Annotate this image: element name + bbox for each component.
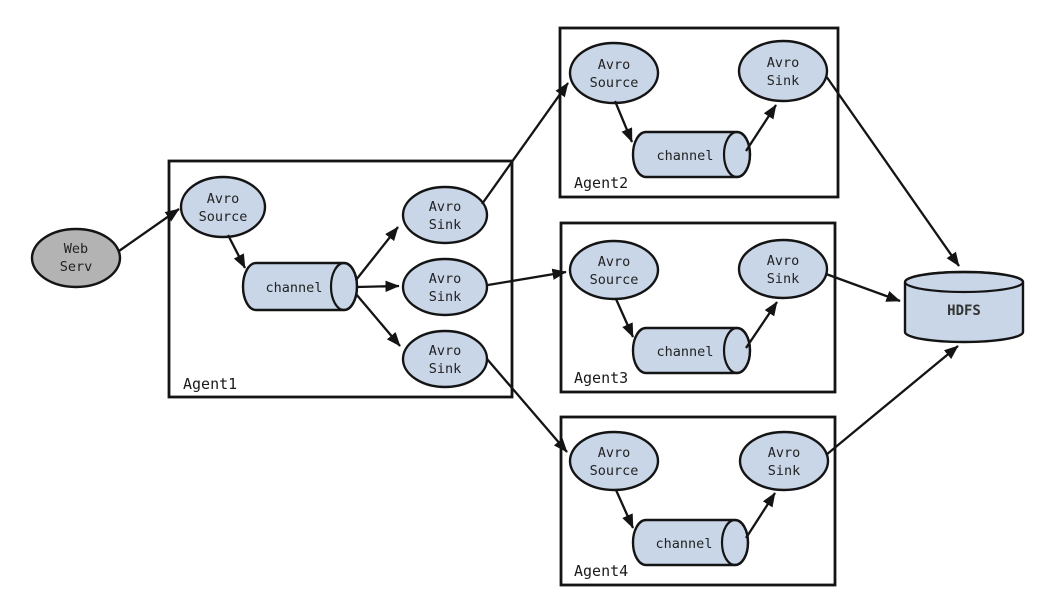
agent4-label: Agent4 [574, 562, 628, 580]
agent1-avro-sink-1-label-line1: Avro [429, 199, 462, 215]
agent2-channel-rim [722, 130, 752, 179]
edge-agent1-sink2-to-agent3-source [487, 268, 567, 287]
agent4-avro-source-node: Avro Source [568, 430, 660, 492]
hdfs-top-rim [903, 270, 1025, 294]
agent4-avro-source-label-line2: Source [590, 463, 639, 479]
edge-agent3-channel-to-sink [745, 301, 778, 349]
agent2-avro-source-label-line1: Avro [598, 57, 631, 73]
agent4-avro-source-shape [568, 430, 660, 492]
agent2-avro-source-node: Avro Source [568, 41, 660, 105]
agent3-avro-sink-label-line2: Sink [767, 271, 800, 287]
agent1-avro-sink-2-label-line2: Sink [429, 289, 462, 305]
edge-agent2-channel-to-sink [745, 104, 777, 152]
edge-agent2-source-to-channel [613, 100, 634, 143]
agent1-avro-sink-1-label-line2: Sink [429, 217, 462, 233]
agent1-avro-sink-1-shape [401, 185, 489, 245]
edge-agent4-source-to-channel [614, 489, 635, 529]
agent2-label: Agent2 [574, 174, 628, 192]
agent4-avro-sink-label-line1: Avro [768, 445, 801, 461]
agent1-avro-source-label-line1: Avro [207, 191, 240, 207]
agent1-avro-sink-2-shape [401, 257, 489, 317]
agent1-label: Agent1 [183, 375, 237, 393]
edge-agent1-channel-to-sink2 [356, 280, 400, 293]
edge-agent3-sink-to-hdfs [825, 272, 901, 303]
agent1-avro-sink-2-label-line1: Avro [429, 271, 462, 287]
agent4-channel-rim [720, 518, 750, 567]
agent3-channel-node: channel [631, 326, 752, 375]
agent1-avro-source-label-line2: Source [199, 209, 248, 225]
agent1-channel-label: channel [266, 280, 323, 296]
agent1-avro-sink-2-node: Avro Sink [401, 257, 489, 317]
edge-agent2-sink-to-hdfs [825, 75, 960, 267]
web-server-label-line2: Serv [60, 259, 93, 275]
agent3-avro-source-label-line1: Avro [598, 254, 631, 270]
agent3-avro-source-shape [568, 239, 660, 301]
edge-agent1-sink3-to-agent4-source [486, 358, 568, 453]
edge-agent1-channel-to-sink3 [355, 293, 401, 347]
agent2-avro-sink-node: Avro Sink [737, 39, 829, 103]
agent3-avro-source-node: Avro Source [568, 239, 660, 301]
agent3-label: Agent3 [574, 369, 628, 387]
agent1-avro-source-node: Avro Source [179, 175, 267, 239]
agent1-avro-sink-3-label-line1: Avro [429, 343, 462, 359]
web-server-node: Web Serv [30, 227, 122, 289]
agent1-avro-sink-3-node: Avro Sink [401, 329, 489, 389]
agent4-avro-source-label-line1: Avro [598, 445, 631, 461]
agent2-avro-source-shape [568, 41, 660, 105]
edge-webserv-to-agent1-source [118, 208, 180, 252]
agent3-avro-sink-node: Avro Sink [737, 238, 829, 300]
agent3-channel-label: channel [657, 344, 714, 360]
agent2-channel-label: channel [657, 148, 714, 164]
agent4-avro-sink-shape [738, 430, 830, 492]
edge-agent1-sink1-to-agent2-source [481, 82, 569, 205]
edge-agent4-sink-to-hdfs [825, 345, 959, 456]
edge-agent3-source-to-channel [614, 298, 635, 338]
agent2-avro-sink-label-line1: Avro [767, 55, 800, 71]
agent1-channel-node: channel [241, 261, 359, 312]
agent2-avro-sink-label-line2: Sink [767, 73, 800, 89]
agent4-avro-sink-node: Avro Sink [738, 430, 830, 492]
agent2-channel-node: channel [631, 130, 752, 179]
agent1-avro-sink-3-shape [401, 329, 489, 389]
edge-agent1-source-to-channel [226, 234, 247, 269]
agent1-avro-source-shape [179, 175, 267, 239]
web-server-label-line1: Web [64, 241, 88, 257]
agent4-channel-node: channel [631, 518, 750, 567]
agent2-avro-source-label-line2: Source [590, 75, 639, 91]
hdfs-node: HDFS [903, 270, 1025, 344]
diagram-edges [118, 75, 960, 539]
edge-agent1-channel-to-sink1 [355, 226, 399, 281]
agent1-avro-sink-3-label-line2: Sink [429, 361, 462, 377]
agent3-avro-sink-shape [737, 238, 829, 300]
agent1-avro-sink-1-node: Avro Sink [401, 185, 489, 245]
agent2-avro-sink-shape [737, 39, 829, 103]
agent3-avro-source-label-line2: Source [590, 272, 639, 288]
hdfs-label: HDFS [947, 303, 981, 319]
edge-agent4-channel-to-sink [745, 492, 776, 539]
agent4-channel-label: channel [656, 536, 713, 552]
agent3-avro-sink-label-line1: Avro [767, 253, 800, 269]
agent3-channel-rim [722, 326, 752, 375]
web-server-shape [30, 227, 122, 289]
agent4-avro-sink-label-line2: Sink [768, 463, 801, 479]
diagram-nodes: Web Serv Avro Source channel Avro Sink A… [30, 39, 1025, 567]
